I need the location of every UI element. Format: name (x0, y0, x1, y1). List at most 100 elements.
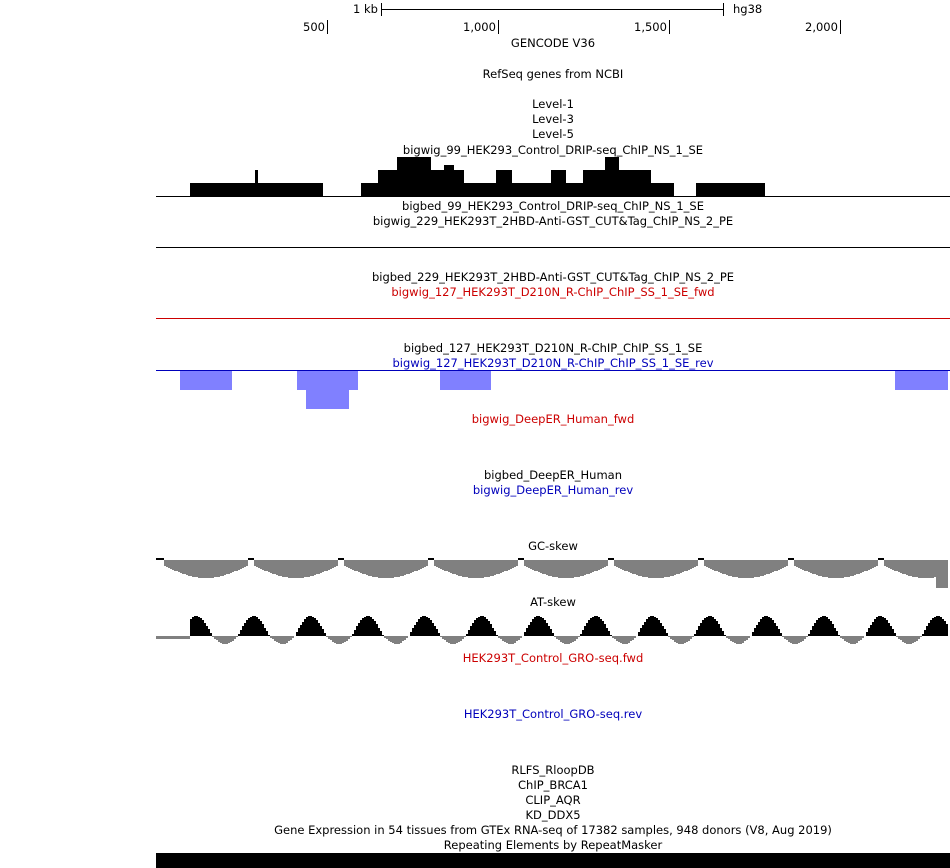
track-label-bigwig-127-rev[interactable]: bigwig_127_HEK293T_D210N_R-ChIP_ChIP_SS_… (392, 356, 714, 370)
skew-bin (424, 616, 426, 636)
skew-bin (906, 636, 908, 644)
skew-bin (648, 560, 650, 578)
skew-bin (580, 560, 582, 576)
track-label-bigwig-229[interactable]: bigwig_229_HEK293T_2HBD-Anti-GST_CUT&Tag… (372, 214, 734, 228)
skew-bin (840, 636, 842, 638)
skew-bin (476, 560, 478, 578)
skew-bin (372, 560, 374, 577)
track-label-level1[interactable]: Level-1 (532, 97, 574, 111)
skew-bin (288, 636, 290, 641)
skew-bin (466, 634, 468, 636)
ruler-scale-right-tick (723, 3, 724, 16)
skew-bin (396, 560, 398, 577)
skew-bin (366, 560, 368, 575)
track-label-clip-aqr[interactable]: CLIP_AQR (525, 793, 581, 807)
track-label-gc-skew[interactable]: GC-skew (528, 539, 578, 553)
skew-bin (820, 560, 822, 576)
skew-bin (918, 636, 920, 639)
track-label-level5[interactable]: Level-5 (532, 127, 574, 141)
track-label-rlfs[interactable]: RLFS_RloopDB (511, 763, 595, 777)
track-label-at-skew[interactable]: AT-skew (530, 595, 576, 609)
track-label-deeper-bed[interactable]: bigbed_DeepER_Human (483, 468, 622, 482)
skew-bin (258, 560, 260, 568)
track-label-bigbed-229[interactable]: bigbed_229_HEK293T_2HBD-Anti-GST_CUT&Tag… (371, 270, 735, 284)
skew-bin (178, 636, 180, 639)
skew-bin (642, 560, 644, 577)
skew-bin (526, 560, 528, 567)
track-label-deeper-rev[interactable]: bigwig_DeepER_Human_rev (472, 483, 634, 497)
skew-bin (904, 560, 906, 574)
track-label-repeatmasker[interactable]: Repeating Elements by RepeatMasker (443, 838, 663, 852)
ruler-tick-label: 1,500 (634, 20, 667, 34)
track-label-gro-fwd[interactable]: HEK293T_Control_GRO-seq.fwd (462, 651, 644, 665)
skew-bin (432, 623, 434, 636)
skew-bin (834, 560, 836, 578)
track-label-refseq[interactable]: RefSeq genes from NCBI (482, 67, 624, 81)
skew-bin (682, 636, 684, 644)
skew-bin (380, 560, 382, 578)
skew-bin (878, 558, 880, 560)
skew-bin (700, 558, 702, 560)
skew-bin (774, 560, 776, 571)
skew-bin (198, 560, 200, 578)
skew-bin (350, 560, 352, 569)
skew-bin (454, 636, 456, 644)
skew-bin (528, 625, 530, 636)
skew-bin (374, 560, 376, 577)
skew-bin (392, 636, 394, 643)
skew-bin (882, 617, 884, 636)
skew-bin (294, 560, 296, 578)
skew-bin (928, 560, 930, 578)
track-label-bigbed-127[interactable]: bigbed_127_HEK293T_D210N_R-ChIP_ChIP_SS_… (403, 341, 703, 355)
track-label-gtex[interactable]: Gene Expression in 54 tissues from GTEx … (274, 823, 832, 837)
skew-bin (904, 636, 906, 643)
skew-bin (284, 560, 286, 577)
track-label-deeper-fwd[interactable]: bigwig_DeepER_Human_fwd (471, 412, 635, 426)
track-label-gencode[interactable]: GENCODE V36 (510, 36, 596, 50)
skew-bin (666, 560, 668, 577)
skew-bin (702, 620, 704, 636)
track-label-chip-brca1[interactable]: ChIP_BRCA1 (518, 778, 588, 792)
skew-bin (846, 560, 848, 577)
track-label-gro-rev[interactable]: HEK293T_Control_GRO-seq.rev (463, 707, 643, 721)
skew-bin (634, 636, 636, 638)
skew-bin (494, 560, 496, 575)
skew-bin (556, 560, 558, 577)
skew-bin (372, 619, 374, 636)
skew-bin (624, 636, 626, 644)
skew-bin (920, 636, 922, 637)
skew-bin (926, 626, 928, 636)
skew-bin (860, 560, 862, 573)
track-label-bigwig-127-fwd[interactable]: bigwig_127_HEK293T_D210N_R-ChIP_ChIP_SS_… (391, 285, 715, 299)
track-label-bigbed-99[interactable]: bigbed_99_HEK293_Control_DRIP-seq_ChIP_N… (402, 199, 704, 213)
skew-bin (344, 636, 346, 642)
skew-bin (700, 623, 702, 636)
skew-bin (706, 617, 708, 636)
track-label-kd-ddx5[interactable]: KD_DDX5 (525, 808, 581, 822)
skew-bin (414, 625, 416, 636)
skew-bin (746, 636, 748, 640)
skew-bin (326, 560, 328, 571)
skew-bin (436, 629, 438, 636)
skew-bin (316, 560, 318, 574)
skew-bin (246, 620, 248, 636)
track-label-level3[interactable]: Level-3 (532, 112, 574, 126)
skew-bin (844, 636, 846, 641)
skew-bin (278, 560, 280, 576)
skew-bin (526, 628, 528, 636)
skew-bin (444, 636, 446, 640)
skew-bin (898, 636, 900, 639)
track-label-bigwig-99[interactable]: bigwig_99_HEK293_Control_DRIP-seq_ChIP_N… (402, 143, 704, 157)
skew-bin (156, 558, 158, 560)
skew-bin (288, 560, 290, 578)
skew-bin (674, 636, 676, 642)
skew-bin (676, 560, 678, 574)
skew-bin (234, 636, 236, 639)
skew-bin (718, 624, 720, 636)
skew-bin (202, 560, 204, 578)
skew-bin (272, 560, 274, 574)
skew-bin (342, 558, 344, 560)
skew-bin (338, 636, 340, 644)
skew-bin (832, 624, 834, 636)
